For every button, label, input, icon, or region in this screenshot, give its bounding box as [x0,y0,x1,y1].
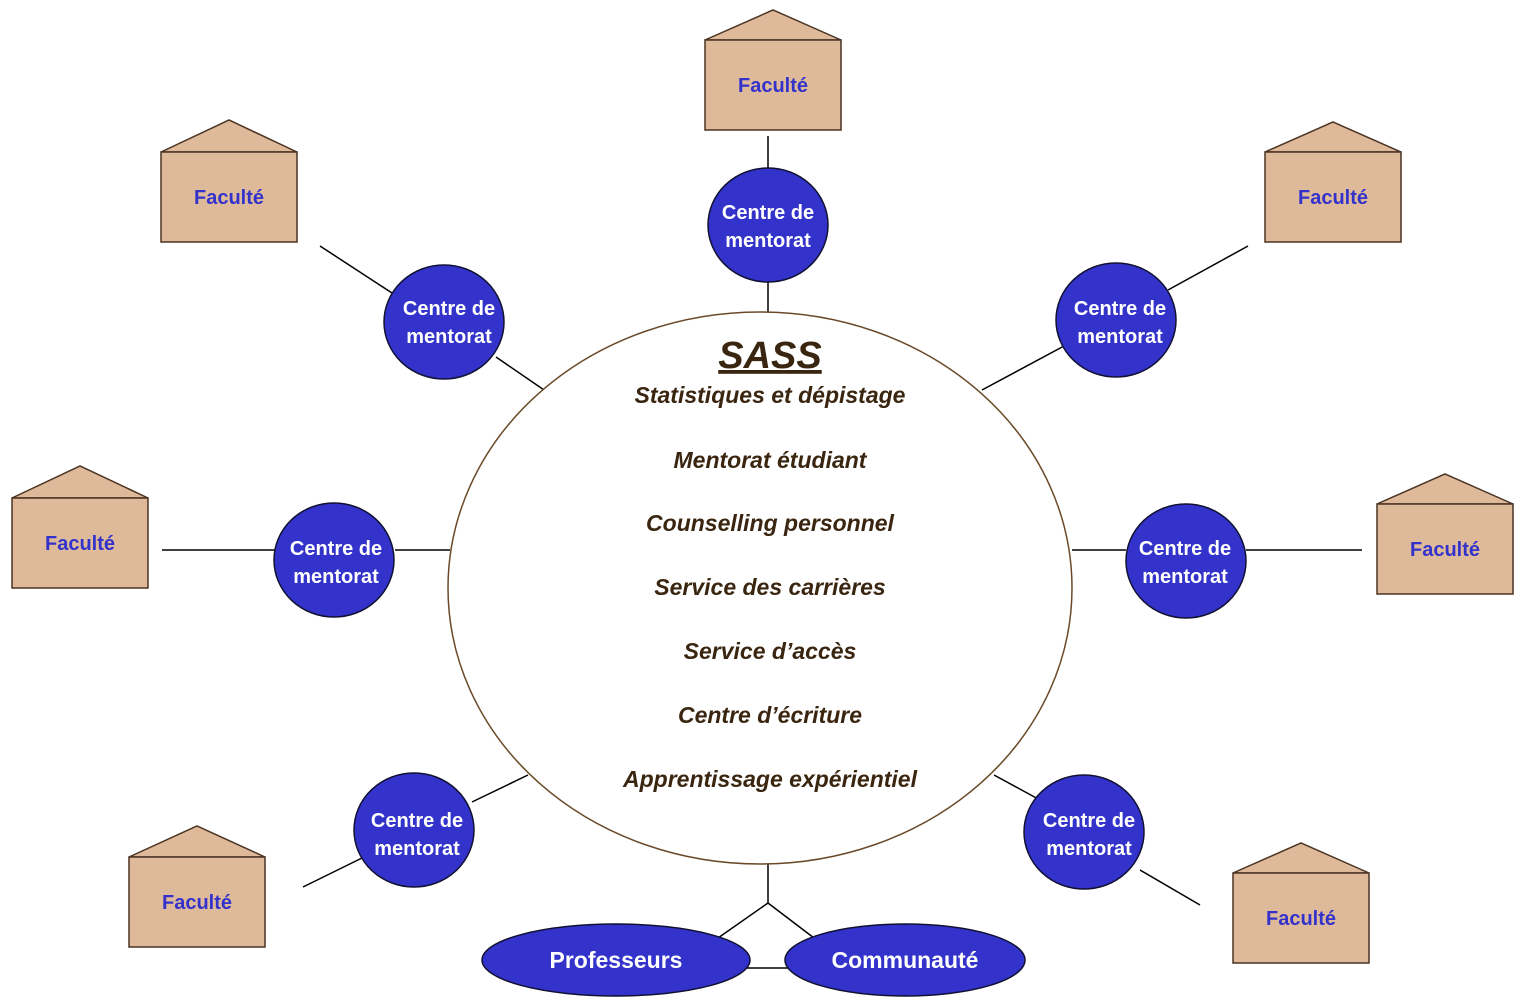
mentor-label-line1: Centre de [1043,810,1135,832]
faculty-label: Faculté [738,75,808,97]
faculty-top: Faculté [704,9,842,131]
mentor-label-line2: mentorat [406,326,492,348]
mentor-center-lower-right: Centre de mentorat [1023,774,1145,890]
service-statistiques: Statistiques et dépistage [635,382,906,408]
mentor-label-line1: Centre de [403,298,495,320]
mentor-center-left: Centre de mentorat [273,502,395,618]
service-counselling: Counselling personnel [646,510,895,536]
professors-node: Professeurs [481,923,751,997]
mentor-label-line1: Centre de [290,538,382,560]
mentor-label-line2: mentorat [1142,566,1228,588]
service-apprentissage: Apprentissage expérientiel [622,766,918,792]
mentor-label-line2: mentorat [725,230,811,252]
service-acces: Service d’accès [684,638,857,664]
faculty-left: Faculté [11,465,149,589]
faculty-lower-right: Faculté [1232,842,1370,964]
faculty-upper-left: Faculté [160,119,298,243]
faculty-right: Faculté [1376,473,1514,595]
connector-lines [162,136,1362,969]
professors-label: Professeurs [550,947,683,973]
mentor-center-lower-left: Centre de mentorat [353,772,475,888]
mentor-center-top: Centre de mentorat [707,167,829,283]
service-mentorat-etudiant: Mentorat étudiant [674,447,868,473]
mentor-label-line1: Centre de [722,202,814,224]
mentor-label-line2: mentorat [374,838,460,860]
mentor-label-line1: Centre de [1139,538,1231,560]
service-carrieres: Service des carrières [654,574,885,600]
mentor-center-upper-right: Centre de mentorat [1055,262,1177,378]
faculty-label: Faculté [1266,908,1336,930]
faculty-label: Faculté [1298,187,1368,209]
faculty-lower-left: Faculté [128,825,266,948]
sass-center-ellipse [447,311,1073,865]
service-ecriture: Centre d’écriture [678,702,862,728]
mentor-label-line2: mentorat [1046,838,1132,860]
mentor-label-line2: mentorat [1077,326,1163,348]
mentor-center-upper-left: Centre de mentorat [383,264,505,380]
community-label: Communauté [832,947,979,973]
faculty-label: Faculté [1410,539,1480,561]
faculty-label: Faculté [194,187,264,209]
mentor-center-right: Centre de mentorat [1125,503,1247,619]
sass-title: SASS [718,335,821,377]
mentor-label-line1: Centre de [1074,298,1166,320]
faculty-upper-right: Faculté [1264,121,1402,243]
community-node: Communauté [784,923,1026,997]
faculty-label: Faculté [162,892,232,914]
mentor-label-line1: Centre de [371,810,463,832]
faculty-label: Faculté [45,533,115,555]
mentor-label-line2: mentorat [293,566,379,588]
